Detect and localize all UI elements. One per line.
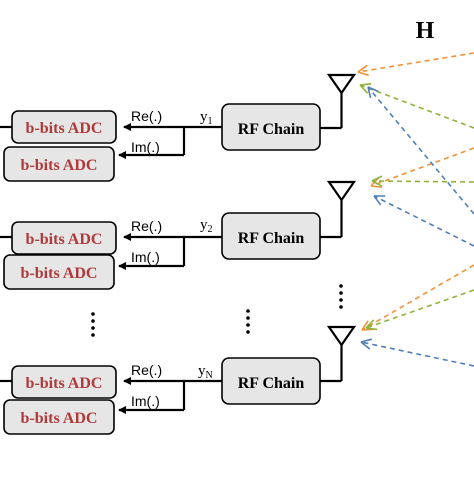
real-part-label: Re(.) — [131, 218, 162, 234]
adc-box-bottom — [3, 254, 115, 290]
adc-label-bottom: b-bits ADC — [21, 410, 98, 427]
receiver-chain-1: RF Chain y1 Re(.) Im(.) b-bits ADC b-bit… — [0, 73, 357, 182]
adc-label-top: b-bits ADC — [26, 231, 103, 248]
rf-chain-label: RF Chain — [238, 230, 305, 247]
rf-chain-label: RF Chain — [238, 121, 305, 138]
imag-part-label: Im(.) — [131, 139, 160, 155]
adc-label-top: b-bits ADC — [26, 375, 103, 392]
channel-path-orange — [361, 264, 474, 331]
channel-path-green — [359, 83, 474, 129]
channel-path-orange — [370, 147, 474, 189]
channel-path-blue — [367, 86, 474, 215]
imag-part-label: Im(.) — [131, 249, 160, 265]
receiver-chain-2: RF Chain y2 Re(.) Im(.) b-bits ADC b-bit… — [0, 180, 357, 290]
adc-box-bottom — [3, 399, 115, 435]
signal-label: y2 — [200, 217, 213, 235]
vertical-ellipsis-icon — [91, 312, 95, 337]
signal-label: y1 — [200, 109, 213, 127]
channel-path-blue — [373, 195, 474, 247]
receiver-chain-n: RF Chain yN Re(.) Im(.) b-bits ADC b-bit… — [0, 325, 357, 435]
adc-box-bottom — [3, 146, 115, 182]
channel-path-green — [371, 175, 474, 187]
real-part-label: Re(.) — [131, 108, 162, 124]
imag-part-label: Im(.) — [131, 393, 160, 409]
adc-label-top: b-bits ADC — [26, 120, 103, 137]
rf-chain-label: RF Chain — [238, 375, 305, 392]
signal-label: yN — [198, 363, 213, 381]
vertical-ellipsis-icon — [246, 309, 250, 334]
channel-path-green — [365, 289, 474, 331]
antenna-icon — [320, 325, 357, 383]
channel-path-blue — [360, 338, 474, 367]
real-part-label: Re(.) — [131, 362, 162, 378]
adc-label-bottom: b-bits ADC — [21, 265, 98, 282]
antenna-icon — [320, 180, 357, 239]
channel-matrix-label: H — [416, 18, 435, 44]
vertical-ellipsis-icon — [339, 284, 343, 309]
channel-path-orange — [357, 52, 474, 77]
channel-paths — [357, 52, 474, 367]
antenna-icon — [320, 73, 357, 130]
adc-label-bottom: b-bits ADC — [21, 157, 98, 174]
